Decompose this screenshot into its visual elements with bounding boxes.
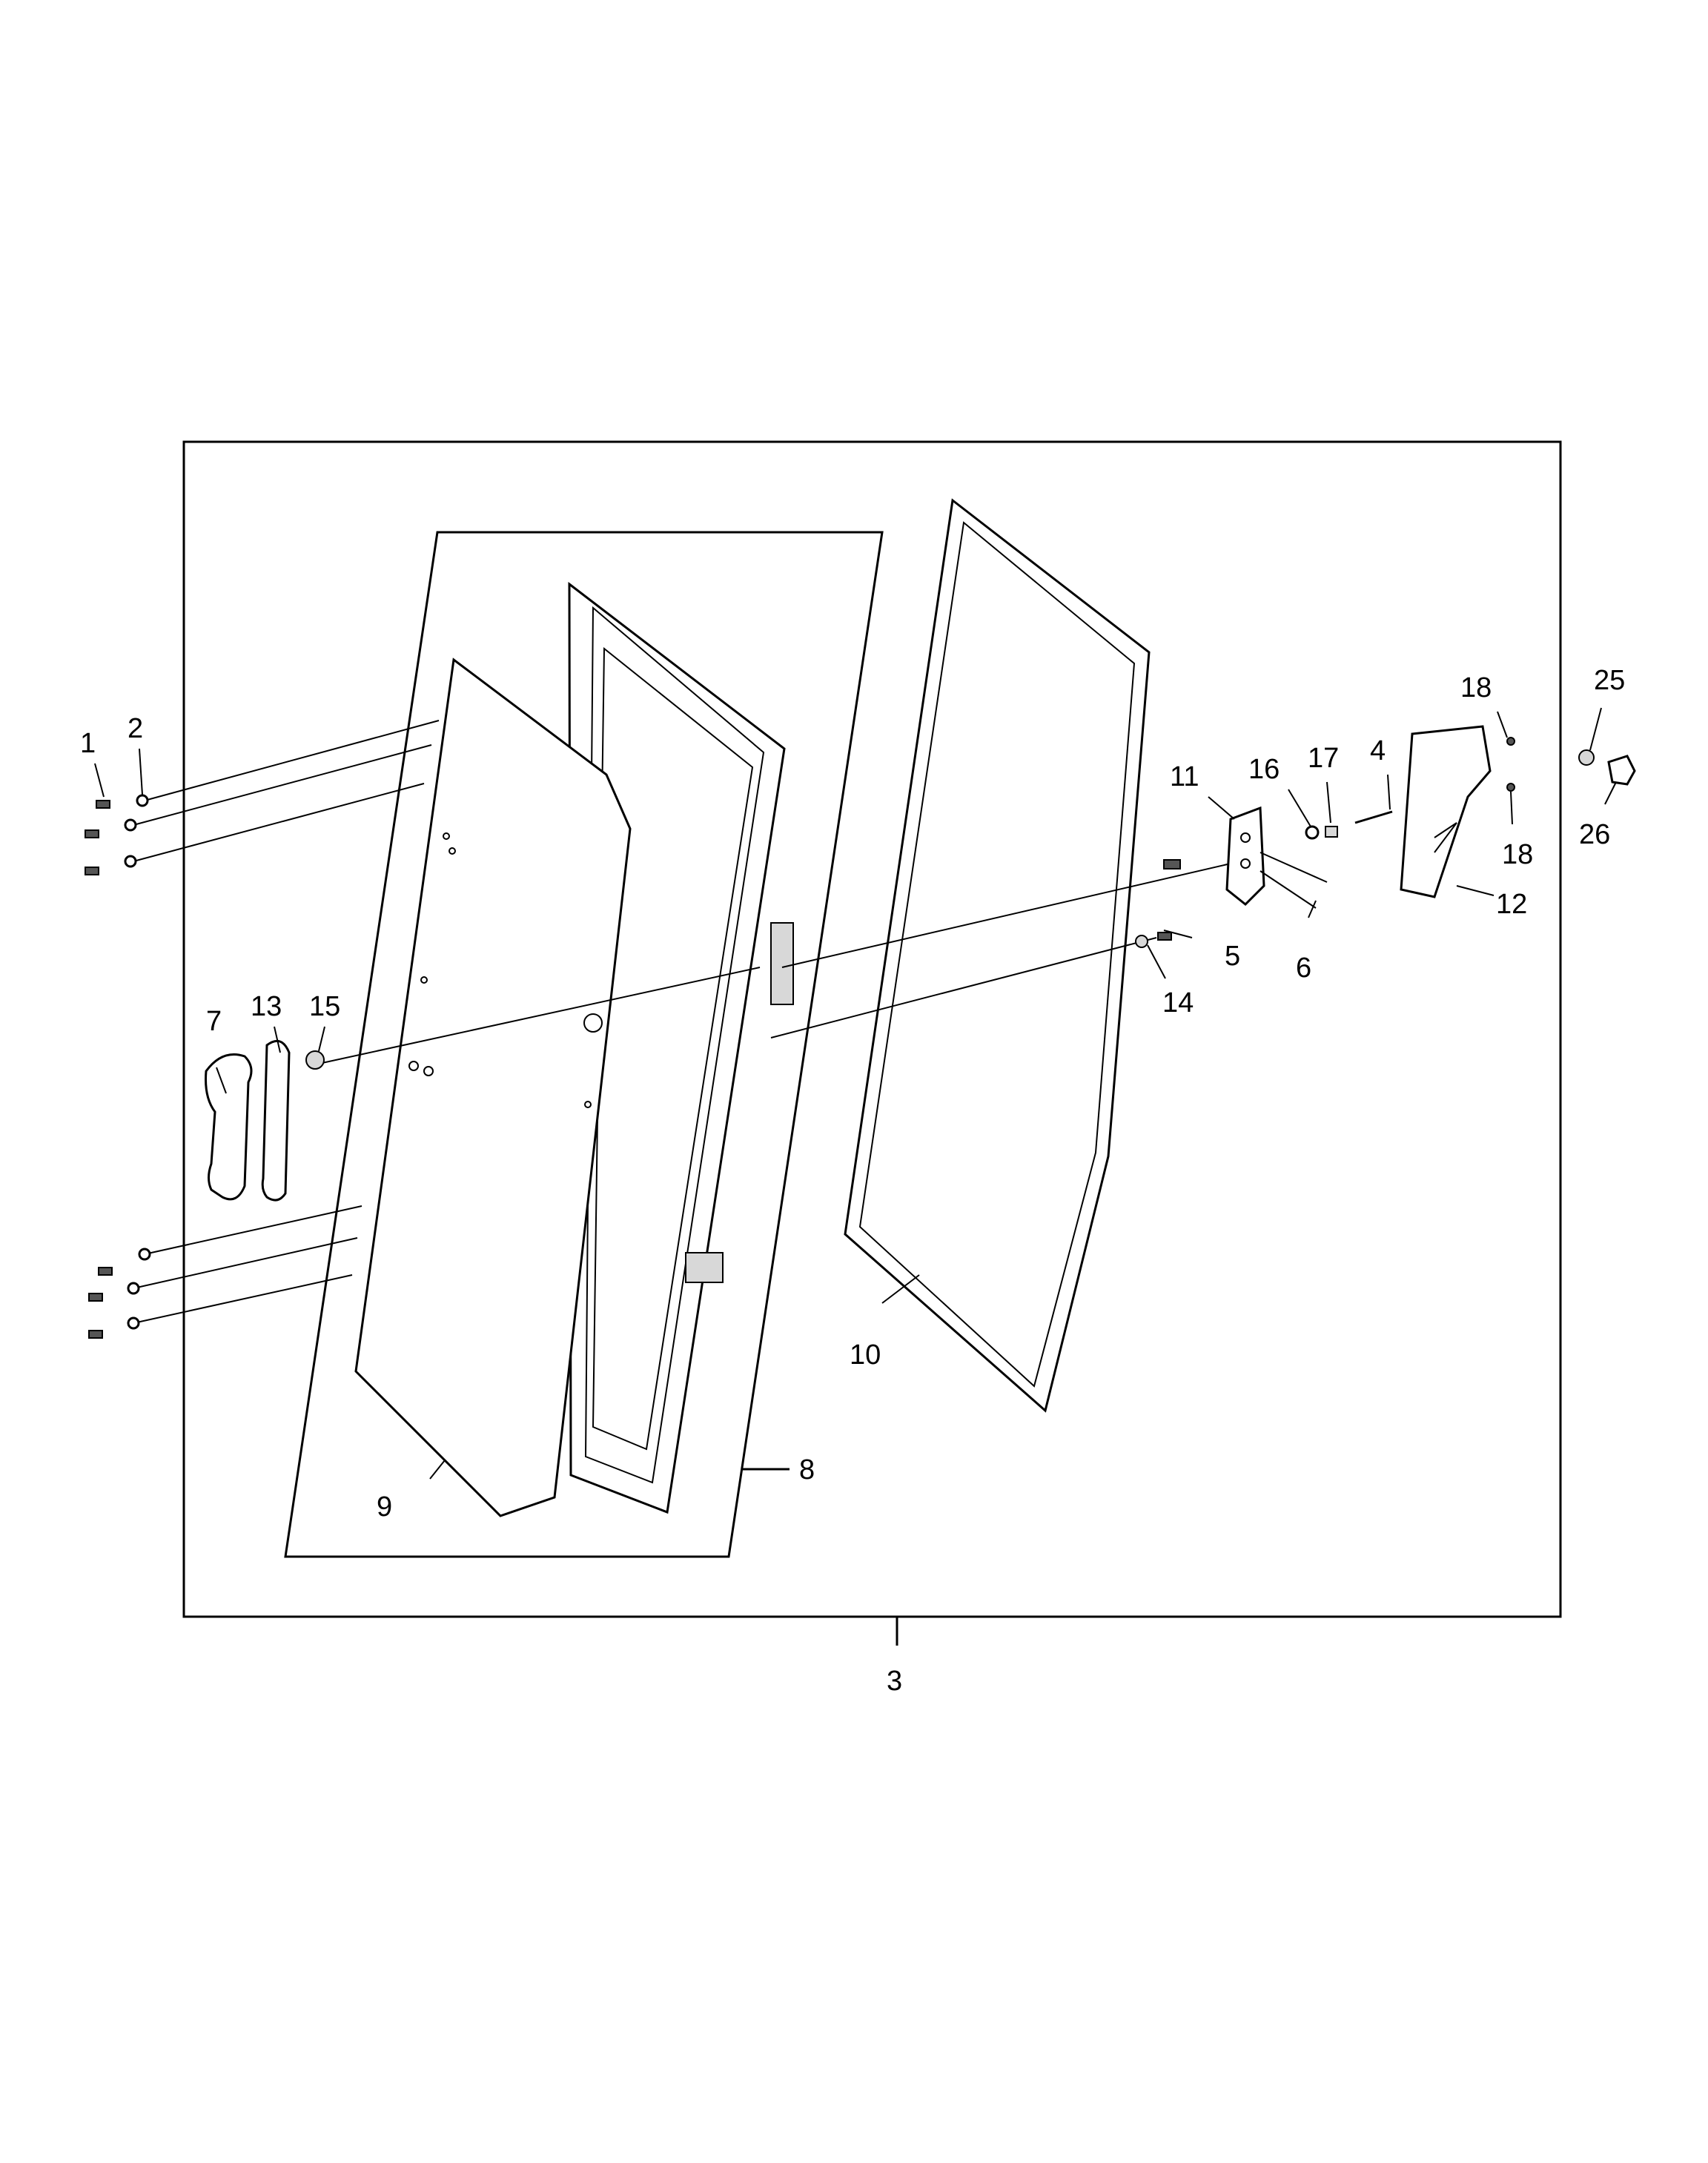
callout-18-top: 18	[1460, 672, 1492, 703]
latch-11	[1225, 806, 1265, 907]
callout-3: 3	[887, 1666, 902, 1697]
callout-2: 2	[128, 713, 143, 744]
screw-18-top	[1506, 737, 1515, 746]
callout-12: 12	[1496, 889, 1527, 920]
bolt-group-lower	[88, 1248, 151, 1339]
callout-26: 26	[1579, 819, 1610, 850]
callout-10: 10	[850, 1339, 881, 1371]
callout-1: 1	[80, 728, 96, 759]
gasket-13	[261, 1039, 291, 1202]
panel-9	[354, 657, 632, 1517]
callout-16: 16	[1248, 754, 1280, 785]
bushing-25	[1578, 749, 1595, 766]
assembly-8-frame	[284, 531, 884, 1558]
block-26	[1607, 755, 1636, 786]
callout-13: 13	[251, 991, 282, 1022]
callout-14: 14	[1162, 987, 1194, 1018]
assembly-3-frame	[182, 440, 1562, 1618]
bolt-group-upper	[85, 794, 149, 875]
callout-11: 11	[1170, 761, 1199, 792]
callout-leaders	[94, 707, 1617, 1480]
callout-4: 4	[1370, 735, 1386, 766]
handle-7	[205, 1053, 253, 1201]
small-hardware	[1135, 810, 1393, 948]
seal-10	[844, 498, 1151, 1413]
fastener-lines	[133, 720, 1231, 1324]
callout-18-bottom: 18	[1502, 839, 1533, 870]
nut-15	[305, 1050, 325, 1070]
callout-8: 8	[799, 1454, 815, 1485]
cover-12	[1400, 725, 1492, 898]
callout-25: 25	[1594, 665, 1625, 696]
screw-18-bottom	[1506, 783, 1515, 792]
callout-7: 7	[206, 1006, 222, 1037]
callout-9: 9	[377, 1491, 392, 1523]
callout-6: 6	[1296, 953, 1311, 984]
callout-5: 5	[1225, 941, 1240, 972]
callout-15: 15	[309, 991, 340, 1022]
callout-17: 17	[1308, 743, 1339, 774]
